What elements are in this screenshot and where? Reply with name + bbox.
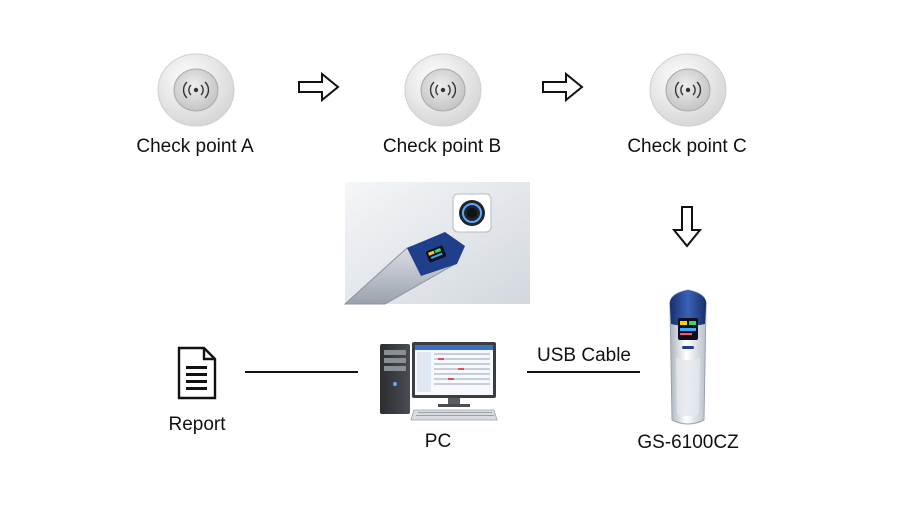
checkpoint-c-label: Check point C — [627, 136, 747, 157]
report-document-icon — [177, 346, 217, 400]
usb-cable-label: USB Cable — [537, 345, 631, 366]
reader-device-icon — [669, 289, 707, 425]
report-label: Report — [168, 414, 226, 435]
checkpoint-b-tag-icon — [404, 53, 482, 127]
report-connection-line — [245, 371, 358, 373]
pc-label: PC — [424, 431, 452, 452]
checkpoint-c-tag-icon — [649, 53, 727, 127]
arrow-right-icon — [542, 71, 584, 103]
checkpoint-a-tag-icon — [157, 53, 235, 127]
checkpoint-b-label: Check point B — [382, 136, 502, 157]
scanning-photo — [343, 182, 530, 305]
arrow-down-icon — [671, 206, 703, 248]
usb-cable-line — [527, 371, 640, 373]
device-label: GS-6100CZ — [637, 432, 739, 453]
checkpoint-a-label: Check point A — [136, 136, 254, 157]
pc-icon — [380, 342, 498, 421]
arrow-right-icon — [298, 71, 340, 103]
